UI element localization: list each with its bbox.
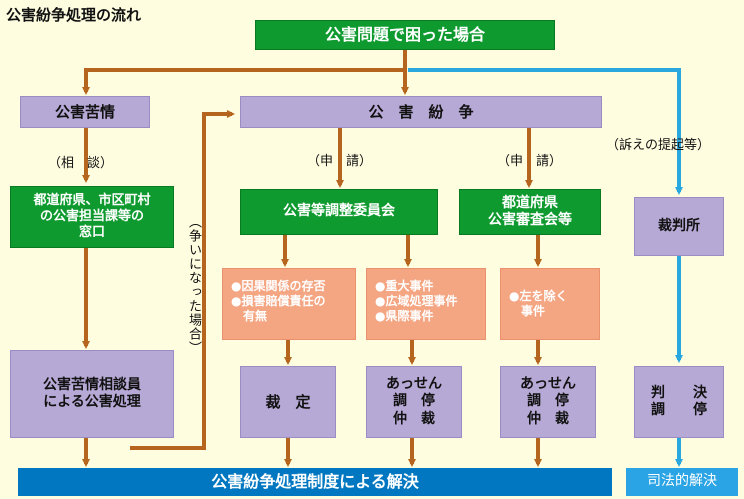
connector-to-court <box>408 68 683 195</box>
prefecture-council-node: 都道府県 公害審査会等 <box>459 189 601 235</box>
mediation-node-committee: あっせん 調 停 仲 裁 <box>366 366 462 438</box>
apply-label-committee: （申 請） <box>307 154 373 169</box>
mediation-node-prefecture: あっせん 調 停 仲 裁 <box>500 366 596 438</box>
connector-top-to-complaint <box>82 50 407 95</box>
dispute-side-label: （争いになった場合） <box>186 215 201 355</box>
court-node: 裁判所 <box>634 197 724 256</box>
ruling-node: 裁 定 <box>240 366 336 438</box>
judicial-bar: 司法的解決 <box>626 468 738 496</box>
case-causal-node: ●因果関係の存否 ●損害賠償責任の 有無 <box>222 268 356 340</box>
top-node: 公害問題で困った場合 <box>255 20 555 50</box>
diagram-title: 公害紛争処理の流れ <box>6 6 142 24</box>
counselor-node: 公害苦情相談員 による公害処理 <box>10 350 174 438</box>
resolution-bar: 公害紛争処理制度による解決 <box>18 468 612 496</box>
local-window-node: 都道府県、市区町村 の公害担当課等の 窓口 <box>10 186 174 248</box>
complaint-node: 公害苦情 <box>20 96 150 128</box>
consult-label: （相 談） <box>48 156 114 171</box>
judgment-node: 判 決 調 停 <box>634 366 724 438</box>
connector-escalation <box>130 110 235 450</box>
case-serious-node: ●重大事件 ●広域処理事件 ●県際事件 <box>366 268 486 340</box>
committee-node: 公害等調整委員会 <box>240 189 438 235</box>
lawsuit-label: （訴えの提起等） <box>606 138 711 153</box>
case-other-node: ●左を除く 事件 <box>500 268 600 340</box>
dispute-node: 公 害 紛 争 <box>240 96 602 128</box>
apply-label-prefecture: （申 請） <box>497 154 563 169</box>
